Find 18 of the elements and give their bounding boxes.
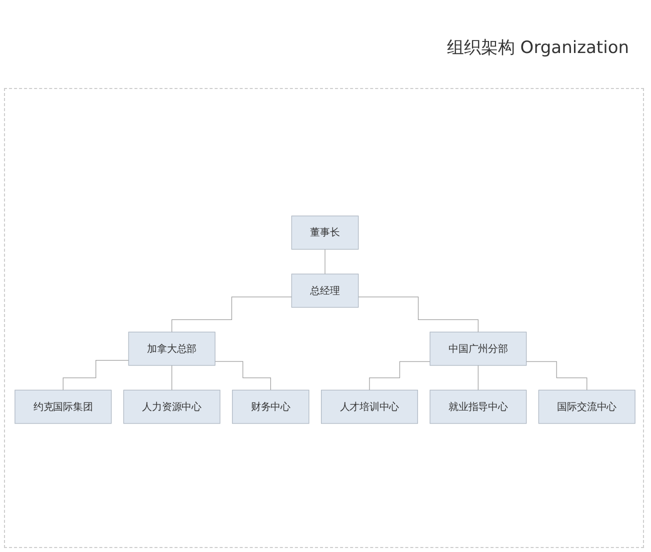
node-box: 中国广州分部 <box>430 332 527 366</box>
connector <box>369 362 430 391</box>
connector <box>172 296 292 333</box>
node-box: 财务中心 <box>232 390 310 424</box>
node-box: 就业指导中心 <box>430 390 527 424</box>
connector <box>214 361 271 391</box>
node-box: 人才培训中心 <box>320 390 418 424</box>
connector <box>526 362 588 391</box>
page-title: 组织架构 Organization <box>446 37 629 59</box>
connector <box>62 360 129 391</box>
connector <box>324 249 326 275</box>
connector <box>358 296 478 333</box>
node-box: 国际交流中心 <box>538 390 636 424</box>
node-box: 约克国际集团 <box>14 390 112 424</box>
node-box: 总经理 <box>291 274 359 308</box>
node-box: 加拿大总部 <box>128 332 216 366</box>
node-box: 人力资源中心 <box>123 390 220 424</box>
node-box: 董事长 <box>291 216 359 250</box>
